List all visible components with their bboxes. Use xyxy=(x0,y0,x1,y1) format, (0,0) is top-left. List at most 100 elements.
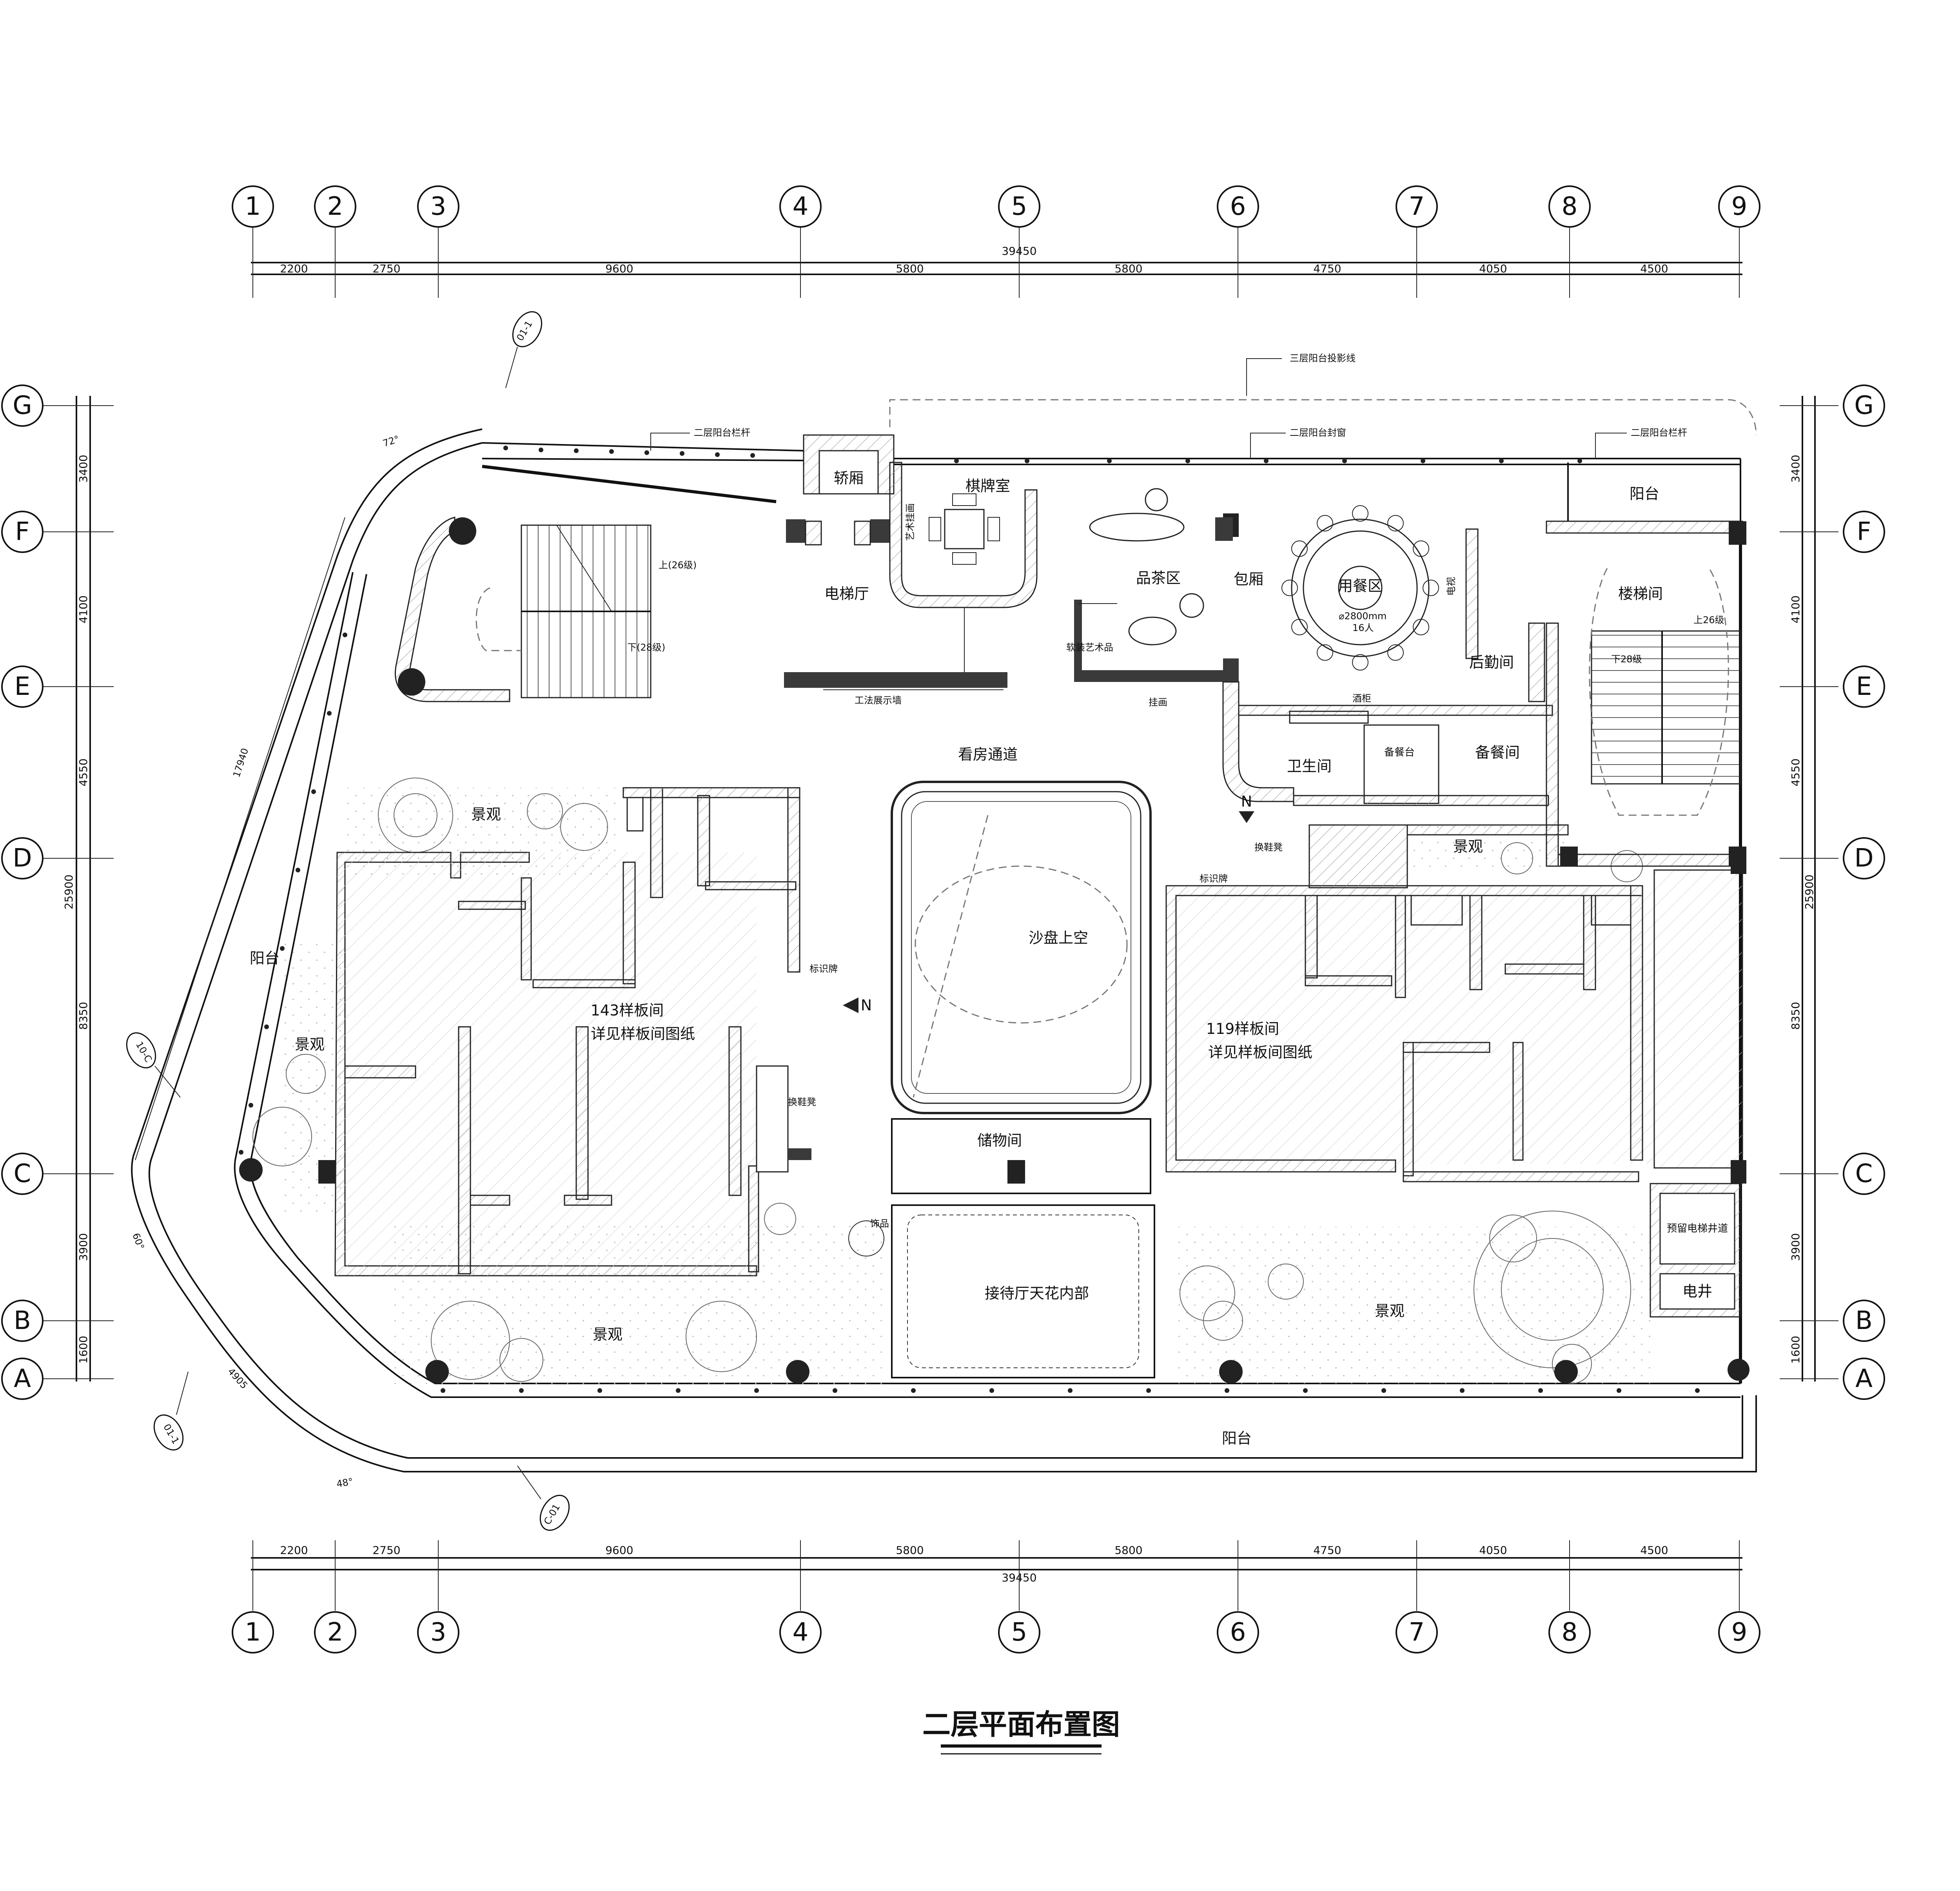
sample-unit-143: 143样板间 详见样板间图纸 景观 景观 标识牌 换鞋凳 xyxy=(295,787,838,1276)
axis-top-6: 6 xyxy=(1230,192,1246,221)
art-wall-label: 工法展示墙 xyxy=(855,695,902,706)
room-weisheng: 卫生间 xyxy=(1287,758,1332,775)
hanging-pic-label: 挂画 xyxy=(1149,697,1167,708)
east-stair: 楼梯间 上26级 下28级 阳台 xyxy=(1546,462,1746,867)
axis-top-4: 4 xyxy=(793,192,809,221)
dim-left-2: 4100 xyxy=(77,595,90,623)
north-arrow-icon-2 xyxy=(1239,811,1254,823)
dim-bottom-6: 4750 xyxy=(1313,1544,1341,1557)
axis-left-B: B xyxy=(14,1306,31,1335)
dim-top-5: 5800 xyxy=(1114,262,1142,275)
dim-left-4: 8350 xyxy=(77,1002,90,1030)
decor-label: 饰品 xyxy=(870,1218,889,1229)
room-beican: 备餐间 xyxy=(1475,744,1520,761)
room-kanfang: 看房通道 xyxy=(958,746,1018,763)
room-jingguan-se: 景观 xyxy=(1375,1302,1405,1320)
dim-right-3: 4550 xyxy=(1789,758,1802,786)
dim-top-2: 2750 xyxy=(372,262,400,275)
room-qipai: 棋牌室 xyxy=(965,477,1010,495)
axis-left-F: F xyxy=(15,517,30,546)
dim-bottom-2: 2750 xyxy=(372,1544,400,1557)
dim-bottom-5: 5800 xyxy=(1114,1544,1142,1557)
angle-mid-label: 60° xyxy=(130,1231,146,1251)
room-jingguan-n: 景观 xyxy=(471,806,501,823)
dim-bottom-8: 4500 xyxy=(1640,1544,1668,1557)
dim-right-4: 8350 xyxy=(1789,1002,1802,1030)
room-yongcan: 用餐区 xyxy=(1338,577,1383,595)
axis-bottom-8: 8 xyxy=(1562,1618,1578,1647)
dim-left-total: 25900 xyxy=(62,874,75,909)
bottom-axis-dimension-chain: 2200 2750 9600 5800 5800 4750 4050 4500 … xyxy=(232,1540,1760,1653)
dim-top-3: 9600 xyxy=(605,262,633,275)
left-axis-dimension-chain: 25900 3400 4100 4550 8350 3900 1600 G F … xyxy=(1,384,114,1400)
west-stair: 上(26级) 下(28级) xyxy=(395,517,697,702)
axis-markers-bottom: 1 2 3 4 5 6 7 8 9 xyxy=(232,1611,1760,1653)
axis-bottom-3: 3 xyxy=(430,1618,446,1647)
axis-top-1: 1 xyxy=(245,192,261,221)
svg-text:N: N xyxy=(1241,793,1252,810)
section-mark-2: 10-C xyxy=(126,1032,181,1098)
room-yangtai-s: 阳台 xyxy=(1222,1430,1252,1447)
room-yangtai-w: 阳台 xyxy=(250,950,279,967)
svg-text:N: N xyxy=(861,997,872,1014)
room-serving-box: 备餐台 xyxy=(1384,747,1415,758)
axis-top-5: 5 xyxy=(1011,192,1027,221)
room-143-note: 详见样板间图纸 xyxy=(591,1025,695,1042)
sign-2-label: 标识牌 xyxy=(1200,873,1228,884)
drawing-title: 二层平面布置图 xyxy=(922,1708,1120,1741)
trees xyxy=(239,778,1749,1384)
room-jingguan-ne: 景观 xyxy=(1453,838,1483,855)
dim-left-5: 3900 xyxy=(77,1233,90,1261)
stair-up-right-label: 上26级 xyxy=(1693,615,1724,625)
diagonal-dim-label: 17940 xyxy=(231,747,250,779)
room-119: 119样板间 xyxy=(1206,1020,1279,1037)
axis-right-C: C xyxy=(1855,1159,1873,1188)
axis-right-B: B xyxy=(1855,1306,1873,1335)
axis-left-A: A xyxy=(14,1364,31,1393)
room-chuwu: 储物间 xyxy=(977,1132,1022,1149)
north-arrow-icon xyxy=(843,997,858,1013)
dim-right-2: 4100 xyxy=(1789,595,1802,623)
dim-left-1: 3400 xyxy=(77,455,90,482)
top-axis-dimension-chain: 39450 2200 2750 9600 5800 5800 4750 4050… xyxy=(232,185,1760,298)
dim-top-total: 39450 xyxy=(1002,245,1036,257)
elevator-core: 轿厢 电梯厅 工法展示墙 xyxy=(784,434,1007,706)
axis-top-3: 3 xyxy=(430,192,446,221)
axis-markers-top: 1 2 3 4 5 6 7 8 9 xyxy=(232,185,1760,228)
dim-left-6: 1600 xyxy=(77,1336,90,1363)
axis-top-7: 7 xyxy=(1409,192,1425,221)
third-floor-balcony-note: 三层阳台投影线 xyxy=(1290,353,1356,364)
axis-top-9: 9 xyxy=(1731,192,1748,221)
chess-room: 棋牌室 艺术挂画 xyxy=(889,462,1038,608)
axis-top-2: 2 xyxy=(327,192,343,221)
room-dianti: 电梯厅 xyxy=(824,585,869,602)
table-people-label: 16人 xyxy=(1352,622,1374,633)
axis-right-E: E xyxy=(1856,672,1872,701)
tv-label: 电视 xyxy=(1446,577,1457,596)
window-note: 二层阳台封窗 xyxy=(1290,427,1346,438)
sand-table-void: 沙盘上空 看房通道 xyxy=(891,746,1152,1114)
room-louti: 楼梯间 xyxy=(1618,585,1663,602)
section-mark-1: 01-1 xyxy=(505,311,543,388)
axis-bottom-4: 4 xyxy=(793,1618,809,1647)
axis-bottom-7: 7 xyxy=(1409,1618,1425,1647)
axis-bottom-5: 5 xyxy=(1011,1618,1027,1647)
angle-bottom-label: 48° xyxy=(336,1476,354,1490)
dim-bottom-7: 4050 xyxy=(1479,1544,1507,1557)
axis-left-C: C xyxy=(14,1159,31,1188)
room-yangtai-ne: 阳台 xyxy=(1630,485,1659,502)
dim-bottom-1: 2200 xyxy=(280,1544,308,1557)
room-pincha: 品茶区 xyxy=(1136,569,1181,587)
leader-notes: 三层阳台投影线 二层阳台栏杆 二层阳台封窗 二层阳台栏杆 xyxy=(650,353,1687,459)
axis-left-D: D xyxy=(13,844,32,873)
shaft-rooms: 预留电梯井道 电井 xyxy=(1650,1183,1741,1318)
drawing-title-block: 二层平面布置图 xyxy=(922,1708,1120,1755)
service-rooms: 酒柜 卫生间 备餐台 备餐间 后勤间 xyxy=(1238,622,1553,806)
dim-top-8: 4500 xyxy=(1640,262,1668,275)
room-143: 143样板间 xyxy=(591,1002,664,1019)
axis-right-A: A xyxy=(1855,1364,1873,1393)
room-jiaoxiang: 轿厢 xyxy=(834,470,864,487)
room-jingguan-s: 景观 xyxy=(593,1326,622,1343)
soft-art-label: 软装艺术品 xyxy=(1066,642,1113,653)
